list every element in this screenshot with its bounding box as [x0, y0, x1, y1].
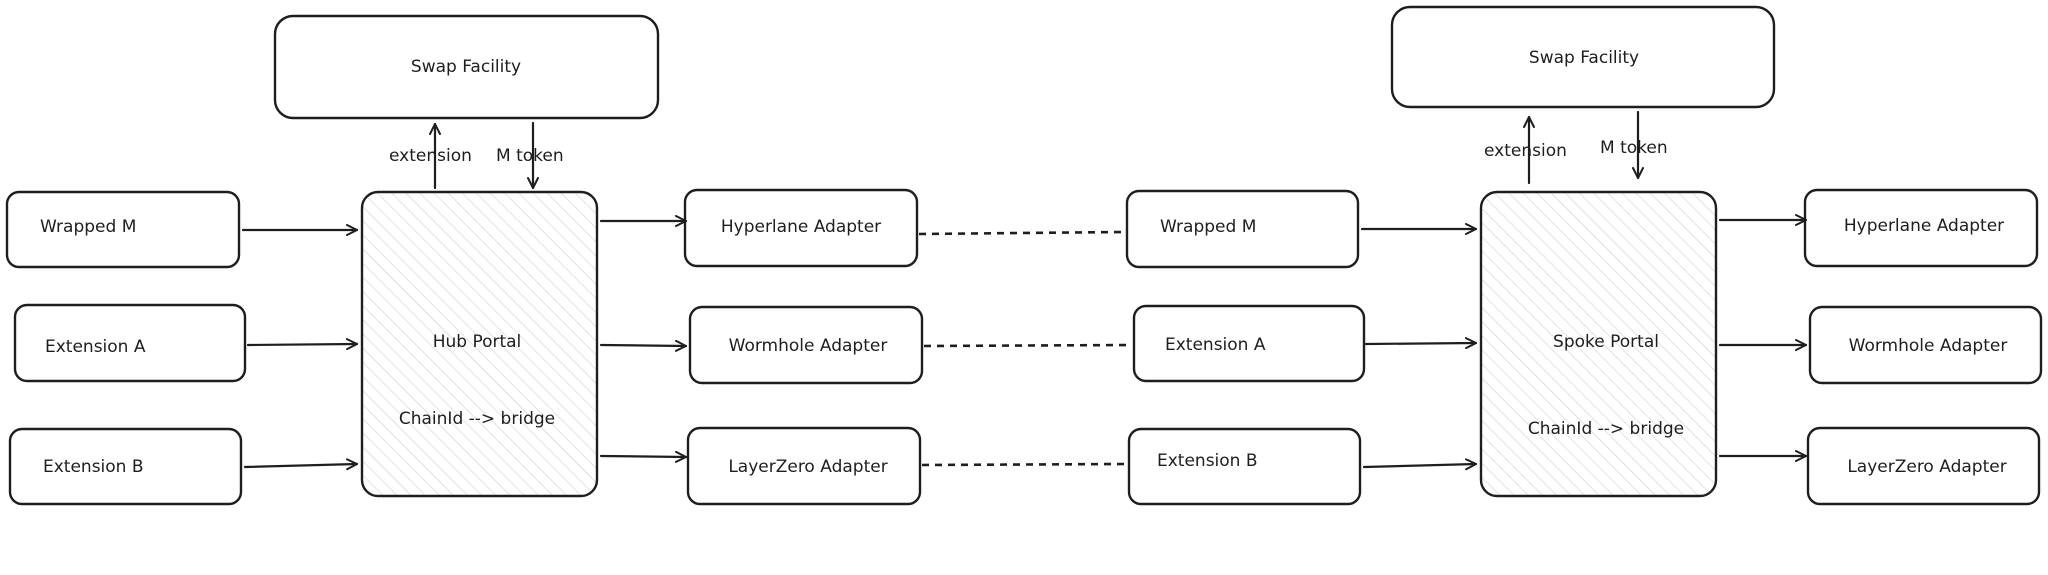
- arrow-left-extension-a-to-hub: [246, 338, 359, 351]
- spoke-portal: Spoke Portal ChainId --> bridge: [1479, 190, 1718, 498]
- right-swap-facility: Swap Facility: [1390, 5, 1776, 109]
- right-adapter-wormhole: Wormhole Adapter: [1808, 305, 2043, 385]
- left-input-extension-b-label: Extension B: [43, 457, 144, 477]
- link-layerzero-to-extension-b: [921, 462, 1127, 467]
- right-adapter-layerzero-label: LayerZero Adapter: [1847, 457, 2006, 477]
- right-adapter-layerzero: LayerZero Adapter: [1806, 426, 2041, 506]
- right-input-extension-b: Extension B: [1127, 427, 1362, 506]
- right-input-extension-a-label: Extension A: [1165, 335, 1266, 355]
- right-input-extension-b-label: Extension B: [1157, 451, 1258, 471]
- left-input-extension-a: Extension A: [13, 303, 247, 383]
- hub-portal-subtitle: ChainId --> bridge: [399, 409, 555, 429]
- left-input-wrapped-m-label: Wrapped M: [40, 217, 136, 237]
- right-adapter-wormhole-label: Wormhole Adapter: [1849, 336, 2008, 356]
- left-adapter-wormhole: Wormhole Adapter: [688, 305, 924, 385]
- arrow-right-extension-b-to-spoke: [1362, 458, 1478, 471]
- right-extension-edge-label: extension: [1484, 141, 1567, 161]
- left-adapter-wormhole-label: Wormhole Adapter: [729, 336, 888, 356]
- right-swap-facility-label: Swap Facility: [1529, 48, 1639, 68]
- right-input-wrapped-m-label: Wrapped M: [1160, 217, 1256, 237]
- left-adapter-layerzero: LayerZero Adapter: [686, 426, 922, 506]
- left-m-token-edge-label: M token: [496, 146, 564, 166]
- spoke-portal-subtitle: ChainId --> bridge: [1528, 419, 1684, 439]
- hub-portal-title: Hub Portal: [433, 332, 522, 352]
- right-input-wrapped-m: Wrapped M: [1125, 189, 1360, 269]
- left-swap-facility-label: Swap Facility: [411, 57, 521, 77]
- right-m-token-edge-label: M token: [1600, 138, 1668, 158]
- arrow-left-extension-b-to-hub: [243, 458, 359, 471]
- left-extension-edge-label: extension: [389, 146, 472, 166]
- left-swap-facility: Swap Facility: [273, 14, 660, 120]
- right-adapter-hyperlane-label: Hyperlane Adapter: [1844, 216, 2004, 236]
- arrow-hub-to-left-wormhole: [599, 339, 688, 352]
- left-input-wrapped-m: Wrapped M: [5, 190, 241, 269]
- spoke-portal-title: Spoke Portal: [1553, 332, 1659, 352]
- left-adapter-hyperlane-label: Hyperlane Adapter: [721, 217, 881, 237]
- link-wormhole-to-extension-a: [923, 343, 1132, 348]
- arrow-right-extension-a-to-spoke: [1364, 337, 1478, 350]
- hub-portal: Hub Portal ChainId --> bridge: [360, 190, 599, 498]
- left-adapter-layerzero-label: LayerZero Adapter: [728, 457, 887, 477]
- link-hyperlane-to-wrapped-m: [918, 230, 1124, 236]
- right-adapter-hyperlane: Hyperlane Adapter: [1803, 188, 2039, 268]
- left-input-extension-b: Extension B: [8, 427, 243, 506]
- arrow-hub-to-left-layerzero: [599, 450, 688, 463]
- left-input-extension-a-label: Extension A: [45, 337, 146, 357]
- right-input-extension-a: Extension A: [1132, 304, 1366, 383]
- left-adapter-hyperlane: Hyperlane Adapter: [683, 188, 919, 268]
